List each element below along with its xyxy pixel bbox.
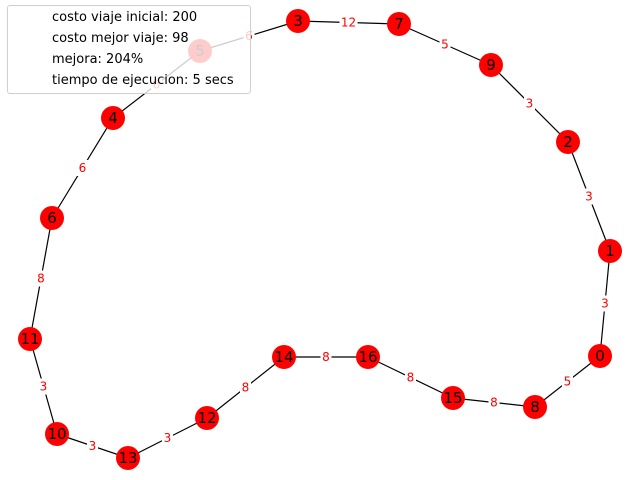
edge-weight-13-12: 3	[164, 431, 172, 445]
node-12	[195, 406, 219, 430]
edge-weight-12-14: 8	[242, 381, 250, 395]
node-label-11: 11	[20, 330, 39, 348]
node-13	[116, 446, 140, 470]
node-15	[441, 386, 465, 410]
node-label-7: 7	[394, 15, 404, 33]
legend-improvement: mejora: 204%	[52, 52, 144, 67]
node-9	[479, 53, 503, 77]
edge-weight-11-10: 3	[40, 380, 48, 394]
nodes-layer: 012345678910111213141516	[18, 9, 622, 470]
edge-label-bg-2-9	[524, 95, 535, 112]
edge-weight-6-11: 8	[37, 272, 45, 286]
legend-initial-cost: costo viaje inicial: 200	[52, 10, 198, 25]
node-4	[101, 106, 125, 130]
node-7	[387, 12, 411, 36]
node-label-2: 2	[563, 133, 573, 151]
edge-weight-14-16: 8	[322, 350, 330, 364]
edge-weight-2-9: 3	[526, 97, 534, 111]
edge-weight-1-2: 3	[585, 190, 593, 204]
edge-weight-9-7: 5	[441, 38, 449, 52]
node-label-14: 14	[274, 348, 293, 366]
node-label-9: 9	[486, 56, 496, 74]
edge-weight-0-1: 3	[601, 297, 609, 311]
edge-label-bg-8-0	[562, 373, 573, 390]
edge-label-bg-11-10	[38, 378, 49, 395]
edge-label-bg-15-8	[488, 394, 500, 411]
edge-label-bg-7-3	[339, 14, 358, 31]
edge-weight-7-3: 12	[341, 16, 356, 30]
node-label-15: 15	[443, 389, 462, 407]
node-label-4: 4	[108, 109, 118, 127]
edge-label-bg-13-12	[162, 430, 173, 446]
legend-best-cost: costo mejor viaje: 98	[52, 31, 189, 46]
edge-weight-15-8: 8	[490, 396, 498, 410]
edge-label-bg-9-7	[439, 36, 451, 53]
edge-weight-16-15: 8	[407, 371, 415, 385]
node-6	[40, 206, 64, 230]
edge-label-bg-1-2	[583, 188, 595, 205]
node-label-8: 8	[530, 398, 540, 416]
node-label-6: 6	[47, 209, 57, 227]
node-2	[556, 130, 580, 154]
node-label-13: 13	[118, 449, 137, 467]
node-1	[598, 239, 622, 263]
node-label-16: 16	[358, 348, 377, 366]
node-label-3: 3	[293, 12, 303, 30]
node-label-1: 1	[605, 242, 615, 260]
edge-label-bg-10-13	[87, 438, 98, 454]
node-14	[272, 345, 296, 369]
legend-box: costo viaje inicial: 200 costo mejor via…	[7, 5, 251, 94]
edge-weight-4-6: 6	[79, 161, 87, 175]
node-11	[18, 327, 42, 351]
node-10	[45, 422, 69, 446]
node-label-0: 0	[595, 347, 605, 365]
edge-label-bg-12-14	[240, 379, 251, 396]
edge-label-bg-16-15	[405, 369, 416, 386]
legend-runtime: tiempo de ejecucion: 5 secs	[52, 73, 234, 88]
edge-weight-8-0: 5	[564, 375, 572, 389]
node-16	[356, 345, 380, 369]
edge-label-bg-4-6	[77, 160, 88, 176]
edge-weight-10-13: 3	[89, 439, 97, 453]
node-label-10: 10	[47, 425, 66, 443]
node-8	[523, 395, 547, 419]
edge-label-bg-0-1	[599, 295, 611, 312]
node-label-12: 12	[197, 409, 216, 427]
edge-label-bg-6-11	[35, 270, 47, 287]
edge-label-bg-14-16	[320, 349, 332, 365]
node-3	[286, 9, 310, 33]
node-0	[588, 344, 612, 368]
